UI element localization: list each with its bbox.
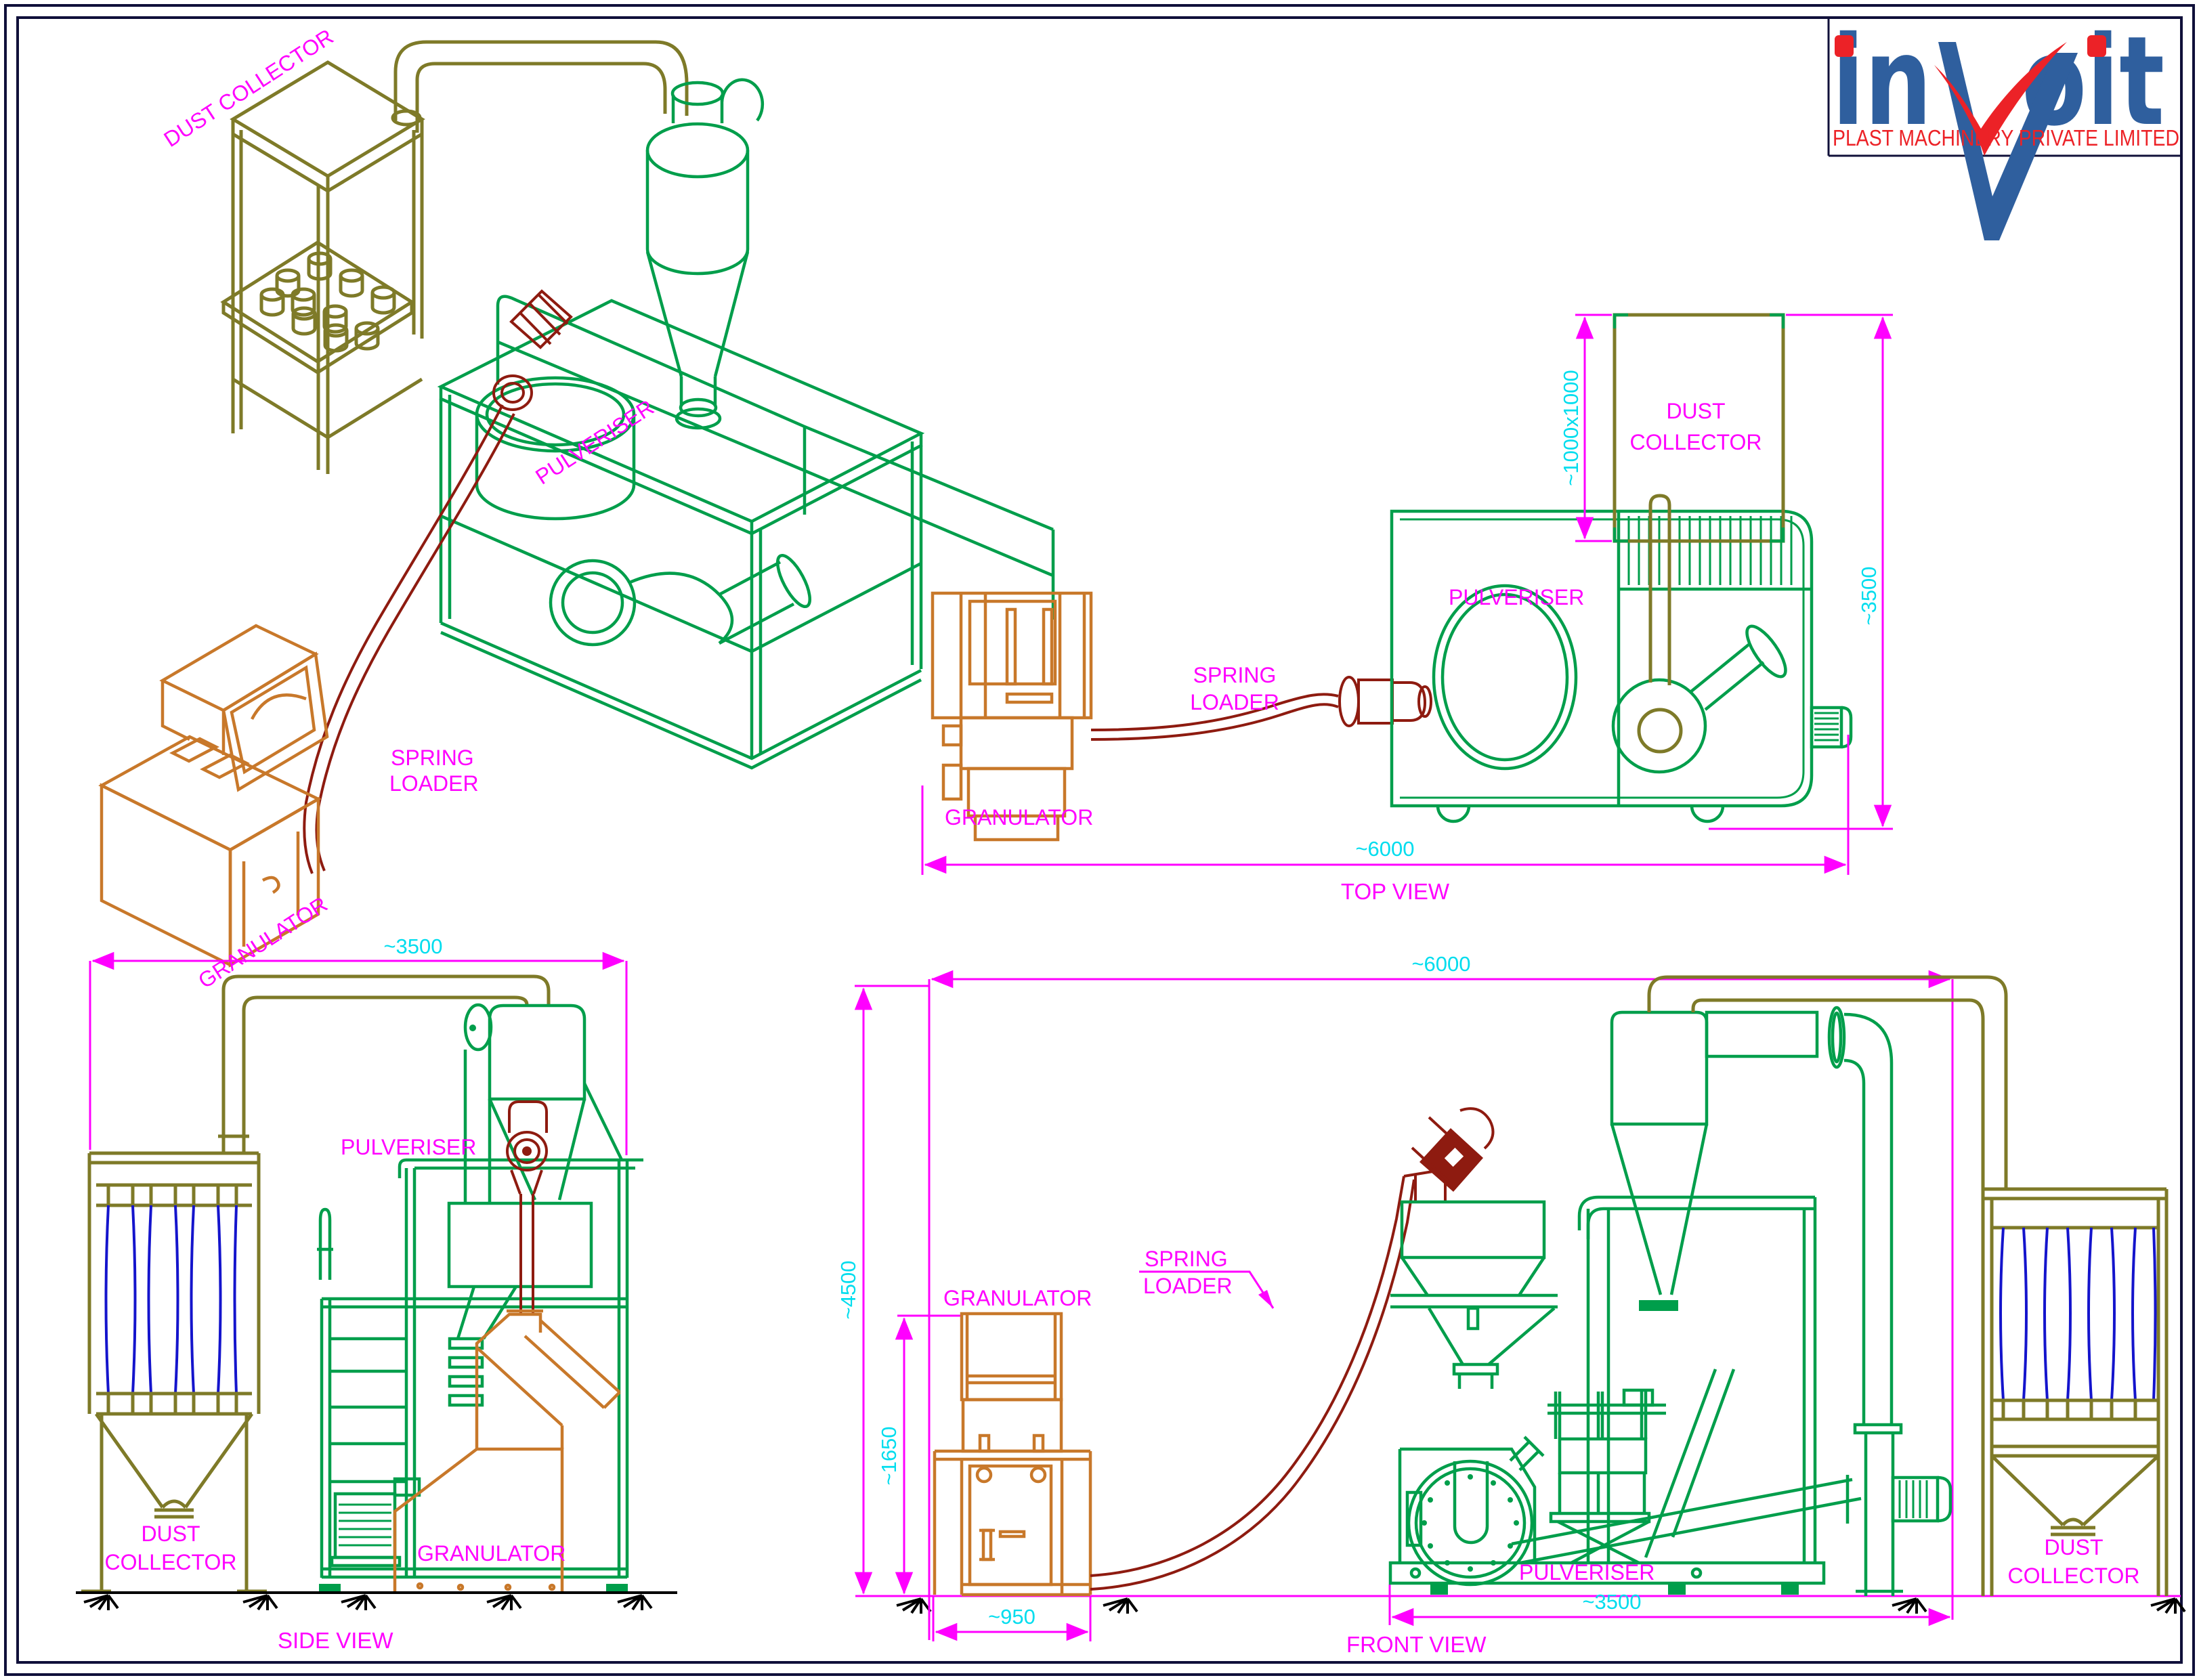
side-dimensions: ~3500	[89, 934, 628, 1155]
front-label-pulveriser: PULVERISER	[1519, 1560, 1654, 1585]
front-label-spring-1: SPRING	[1145, 1247, 1228, 1271]
top-dim-depth: ~3500	[1857, 566, 1881, 625]
front-dust-collector: DUST COLLECTOR	[1981, 1187, 2169, 1596]
iso-label-dust-collector: DUST COLLECTOR	[159, 24, 337, 152]
top-duct	[1637, 494, 1683, 754]
logo-i-dot-2	[2087, 35, 2106, 57]
side-pulveriser: PULVERISER	[317, 1003, 643, 1593]
side-ground	[76, 1591, 677, 1612]
top-pulveriser	[1390, 509, 1853, 823]
front-label-dust-2: COLLECTOR	[2007, 1564, 2139, 1588]
top-dim-width: ~6000	[1355, 837, 1414, 861]
logo-subtitle: PLAST MACHINERY PRIVATE LIMITED	[1833, 125, 2179, 150]
front-dim-granulator-w: ~950	[988, 1605, 1036, 1629]
top-label-pulveriser: PULVERISER	[1449, 585, 1584, 609]
top-label-spring-1: SPRING	[1193, 663, 1277, 687]
front-pulveriser: PULVERISER	[1388, 1006, 1952, 1596]
logo: in oit PLAST MACHINERY PRIVATE LIMITED	[1827, 10, 2181, 240]
logo-text-in: in	[1832, 10, 1932, 154]
side-duct	[218, 974, 551, 1153]
front-duct	[1647, 975, 2008, 1189]
logo-v-mark-red	[1934, 42, 2067, 156]
side-label-granulator: GRANULATOR	[417, 1541, 565, 1566]
iso-label-pulveriser: PULVERISER	[531, 395, 658, 489]
front-dim-height: ~4500	[836, 1260, 860, 1319]
front-view: ~6000 ~4500 ~1650 ~950 ~3500 GRANULATOR	[836, 952, 2186, 1657]
front-dimensions: ~6000 ~4500 ~1650 ~950 ~3500	[836, 952, 1954, 1641]
top-label-dust-1: DUST	[1666, 399, 1725, 423]
iso-label-spring-2: LOADER	[389, 771, 479, 796]
iso-dust-collector	[220, 60, 425, 474]
front-label-spring-2: LOADER	[1143, 1274, 1233, 1298]
side-spring-loader	[506, 1100, 548, 1314]
front-spring-loader: SPRING LOADER	[1090, 1107, 1495, 1591]
side-label-pulveriser: PULVERISER	[341, 1135, 476, 1159]
side-label-dust-1: DUST	[141, 1522, 200, 1546]
front-granulator: GRANULATOR	[933, 1286, 1092, 1597]
top-dust-collector	[1613, 313, 1785, 543]
top-dimensions: ~1000x1000 ~3500 ~6000	[921, 314, 1893, 875]
front-dim-granulator-h: ~1650	[877, 1426, 901, 1485]
front-label-dust-1: DUST	[2044, 1535, 2103, 1559]
top-label-granulator: GRANULATOR	[945, 805, 1093, 830]
isometric-view: DUST COLLECTOR PULVERISER SPRING LOADER …	[98, 24, 1055, 993]
top-view-title: TOP VIEW	[1341, 879, 1450, 904]
iso-duct	[393, 40, 689, 133]
logo-i-dot-1	[1835, 35, 1854, 57]
side-view-title: SIDE VIEW	[278, 1628, 393, 1653]
top-view: ~1000x1000 ~3500 ~6000 GRANULATOR SPRING…	[921, 313, 1893, 904]
top-dim-dust-size: ~1000x1000	[1559, 370, 1583, 486]
inner-border	[16, 16, 2183, 1664]
side-view: ~3500 DUST COLLECTOR	[76, 934, 677, 1653]
side-label-dust-2: COLLECTOR	[104, 1550, 236, 1574]
iso-label-spring-1: SPRING	[391, 746, 474, 770]
side-dust-collector: DUST COLLECTOR	[81, 1151, 267, 1593]
side-granulator: GRANULATOR	[393, 1309, 621, 1591]
top-granulator	[931, 591, 1093, 842]
side-dim-width: ~3500	[383, 934, 442, 958]
outer-border	[4, 4, 2195, 1676]
front-view-title: FRONT VIEW	[1346, 1632, 1487, 1657]
logo-v-mark-blue	[1938, 42, 2078, 240]
top-label-spring-2: LOADER	[1190, 690, 1279, 714]
front-label-granulator: GRANULATOR	[943, 1286, 1092, 1310]
top-label-dust-2: COLLECTOR	[1629, 430, 1762, 454]
front-dim-width: ~6000	[1411, 952, 1470, 976]
front-dim-pulveriser-w: ~3500	[1582, 1590, 1641, 1614]
